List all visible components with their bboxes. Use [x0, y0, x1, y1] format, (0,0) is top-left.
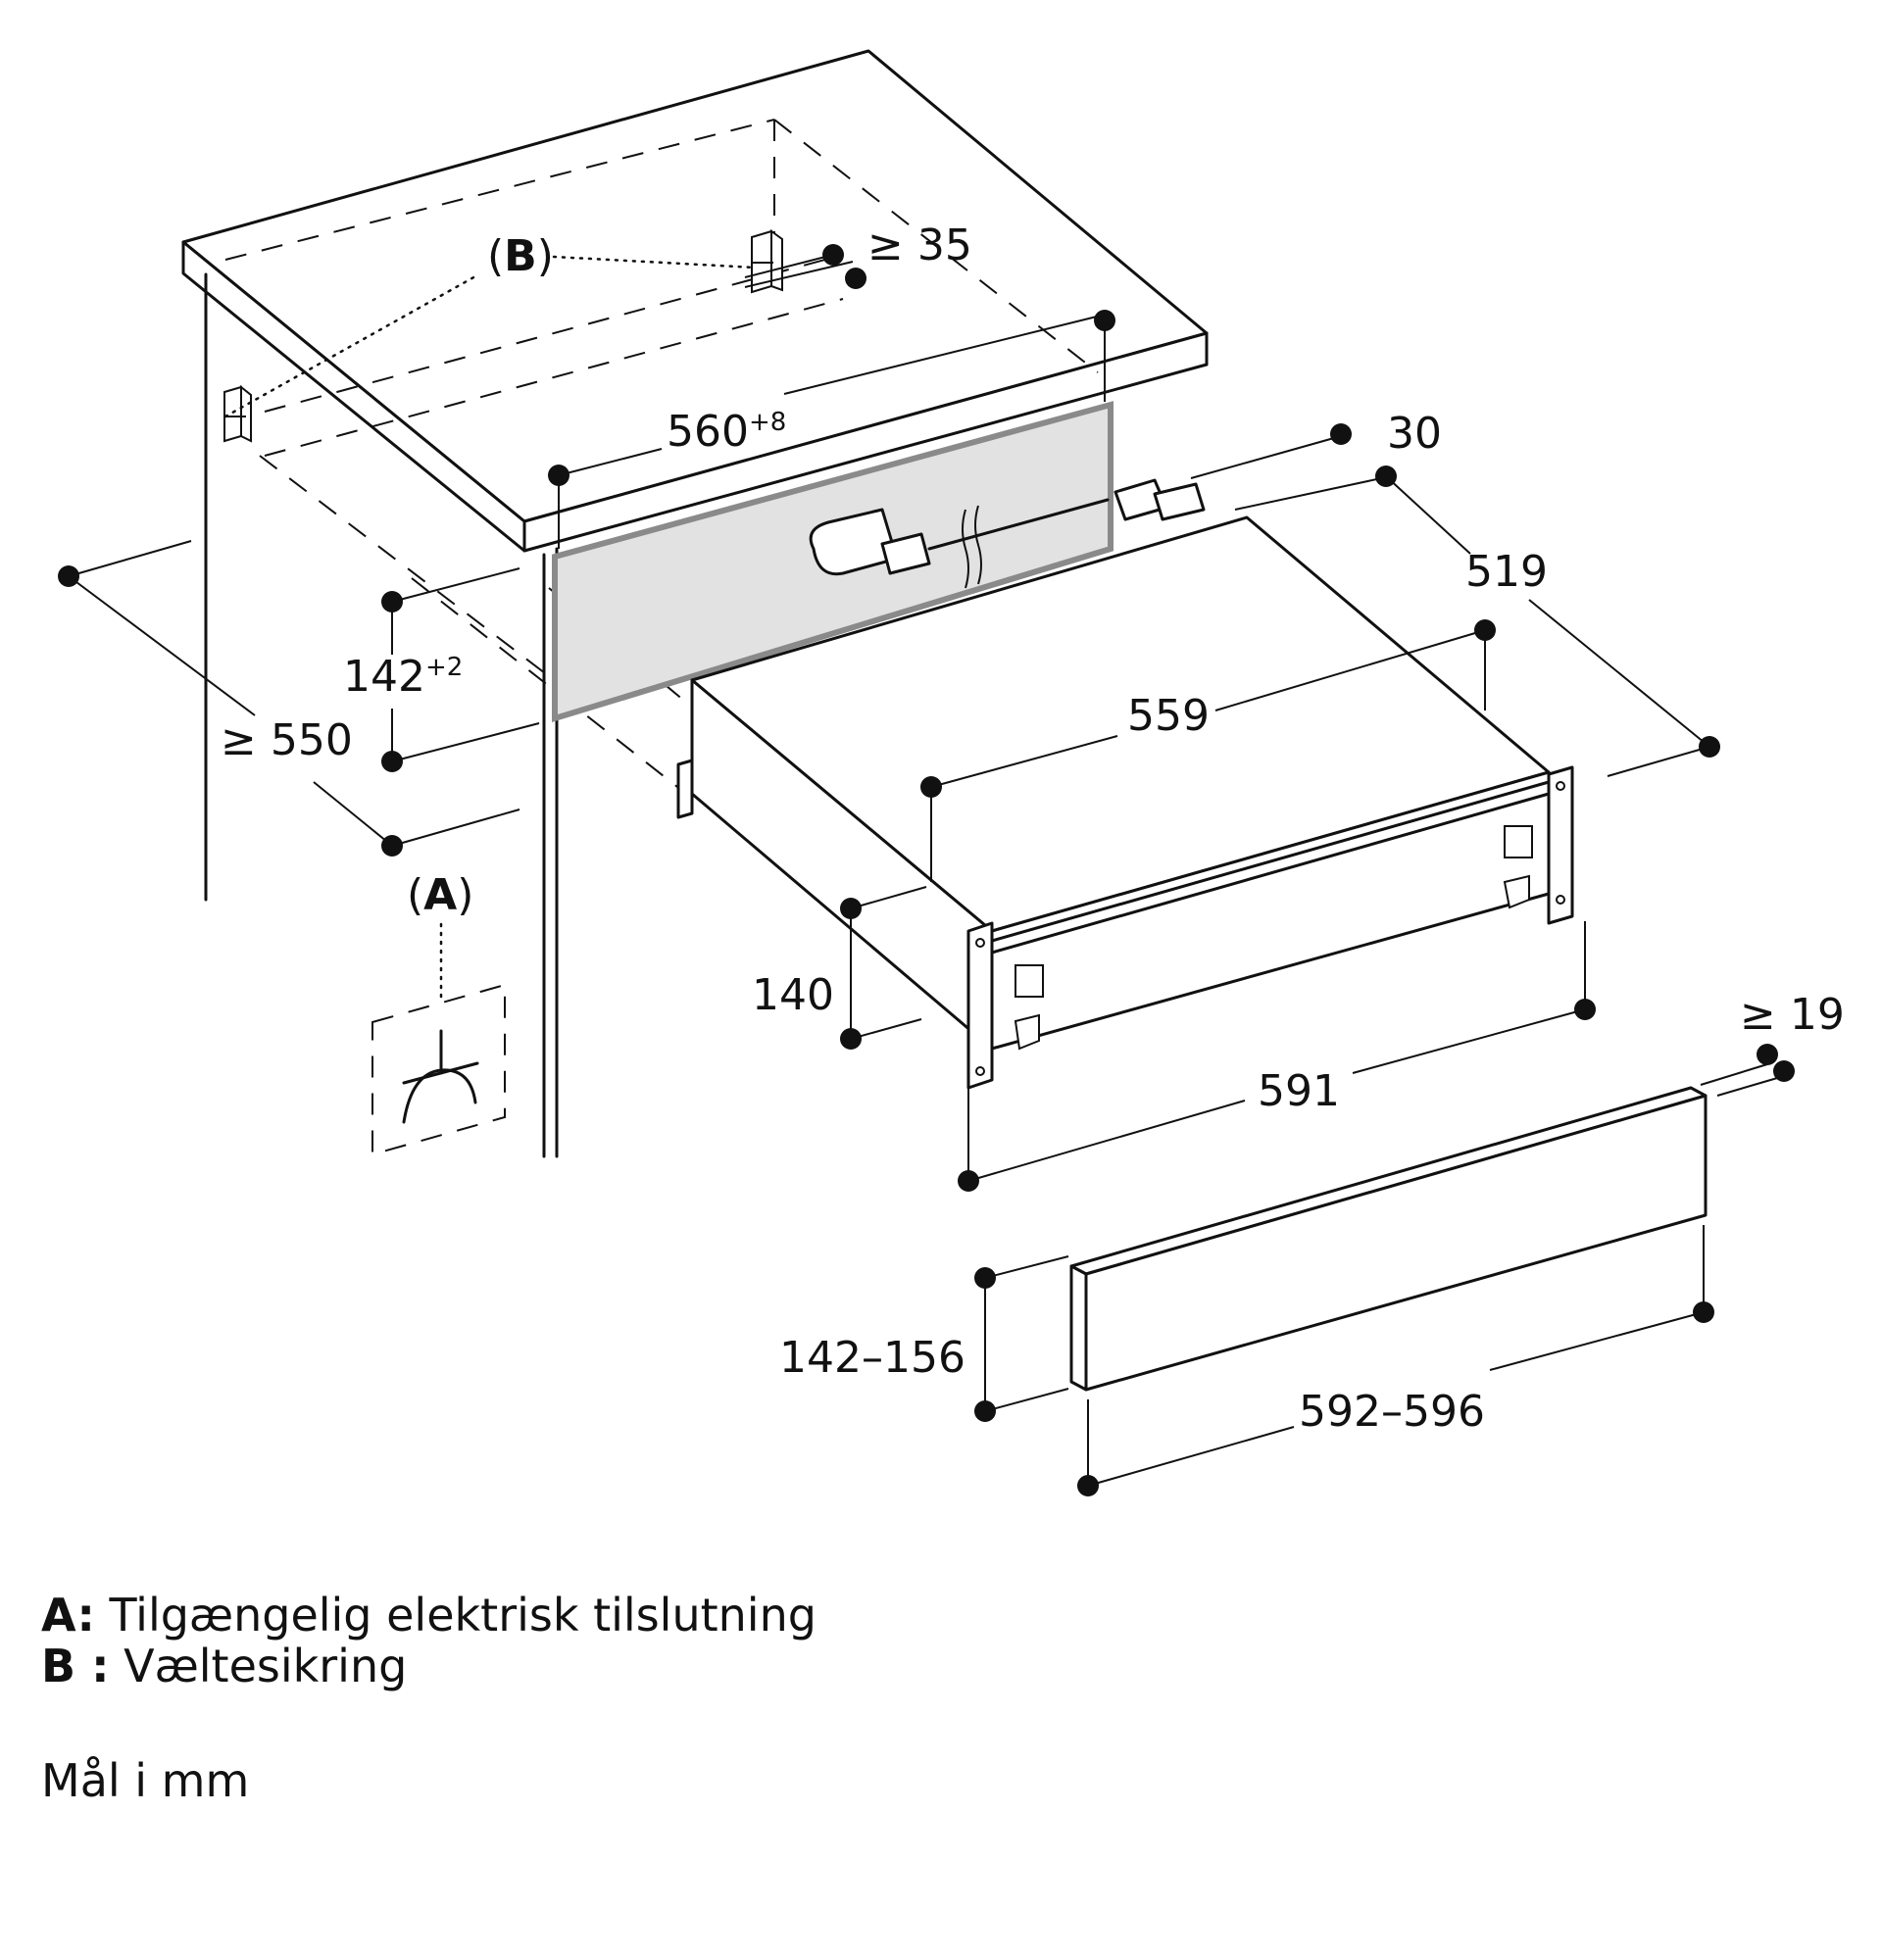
dim-560: 560+8: [667, 407, 786, 457]
dim-front-height: 142–156: [779, 1333, 965, 1383]
dim-min-550: ≥ 550: [221, 715, 353, 765]
dim-140: 140: [752, 970, 834, 1020]
dimension-lines: [58, 244, 1795, 1496]
anti-tip-bracket-left: [223, 384, 252, 443]
installation-diagram: (B): [58, 49, 1845, 1496]
marker-b: (B): [487, 231, 554, 281]
legend-text: Væltesikring: [124, 1640, 408, 1692]
electrical-connection-box: [371, 983, 506, 1156]
legend-row-b: B : Væltesikring: [41, 1641, 817, 1691]
dim-591: 591: [1258, 1066, 1340, 1116]
legend: A: Tilgængelig elektrisk tilslutning B :…: [41, 1590, 817, 1691]
appliance-body: [676, 515, 1574, 1090]
dim-559: 559: [1127, 691, 1210, 741]
countertop: [181, 49, 1209, 553]
dim-min-19: ≥ 19: [1740, 990, 1845, 1040]
legend-row-a: A: Tilgængelig elektrisk tilslutning: [41, 1590, 817, 1641]
dim-142: 142+2: [343, 652, 463, 702]
anti-tip-bracket-right: [751, 229, 783, 294]
power-plug-icon: [809, 478, 1206, 589]
legend-key: B :: [41, 1640, 110, 1692]
dim-front-width: 592–596: [1299, 1387, 1485, 1437]
legend-key: A:: [41, 1589, 95, 1642]
unit-note: Mål i mm: [41, 1754, 250, 1807]
dim-30: 30: [1387, 409, 1442, 459]
dim-min-35: ≥ 35: [867, 220, 972, 270]
dim-519: 519: [1465, 547, 1548, 597]
marker-a: (A): [407, 870, 473, 920]
front-panel: [1069, 1086, 1708, 1392]
legend-text: Tilgængelig elektrisk tilslutning: [109, 1589, 817, 1642]
dimension-labels: ≥ 35 560+8 30 519 142+2 ≥ 550 559 140 59…: [221, 220, 1845, 1437]
